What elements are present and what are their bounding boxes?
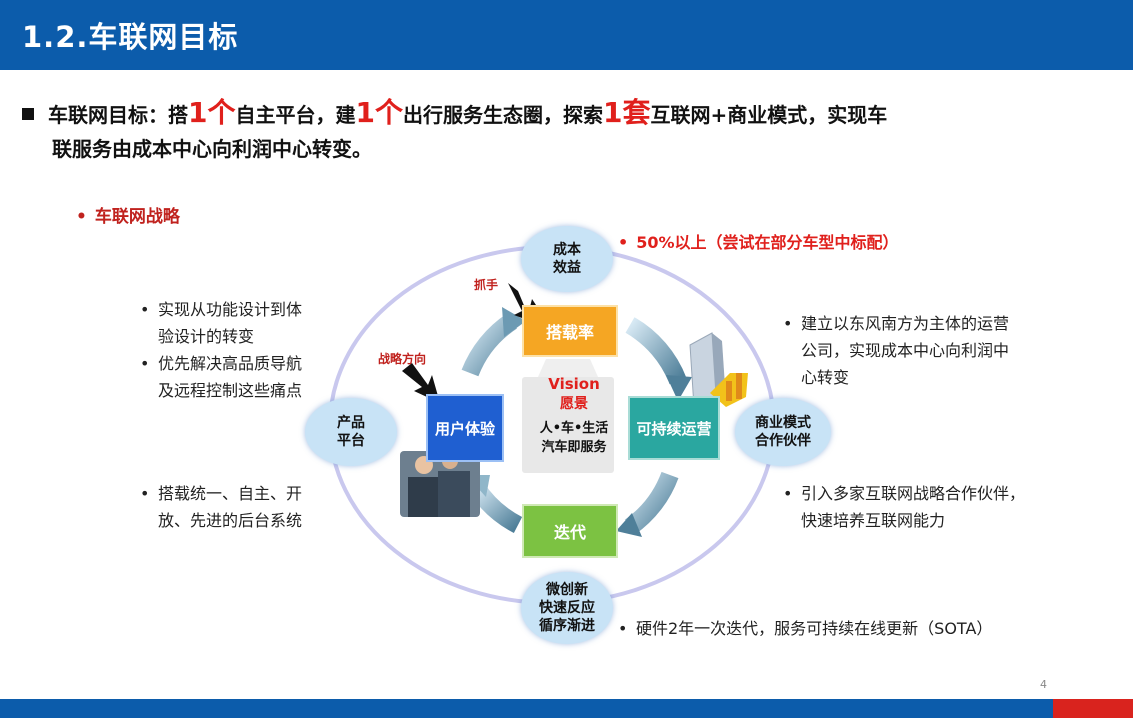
node-label: 商业模式 xyxy=(755,415,811,431)
right-note-partners: • 引入多家互联网战略合作伙伴， 快速培养互联网能力 xyxy=(783,480,1025,534)
vision-card-top xyxy=(538,359,598,377)
cycle-arrow-bottom-right xyxy=(624,471,679,535)
goal-text-4: 互联网+商业模式，实现车 xyxy=(650,103,888,127)
box-loading-rate: 搭载率 xyxy=(522,305,618,357)
node-label: 成本 xyxy=(553,242,581,258)
main-goal-line-2: 联服务由成本中心向利润中心转变。 xyxy=(52,137,372,161)
footer-bar xyxy=(0,699,1133,718)
note-line: 50%以上（尝试在部分车型中标配） xyxy=(636,233,899,252)
goal-text-1: 车联网目标：搭 xyxy=(48,103,188,127)
note-line: 快速培养互联网能力 xyxy=(801,511,946,530)
note-line: 放、先进的后台系统 xyxy=(158,511,303,530)
vision-text: Vision 愿景 人•车•生活 汽车即服务 xyxy=(528,375,620,455)
direction-arrow-icon xyxy=(402,363,440,403)
bullet-dot-icon: • xyxy=(76,207,87,227)
person-body xyxy=(438,471,470,517)
goal-text-3: 出行服务生态圈，探索 xyxy=(402,103,603,127)
strategy-label-text: 车联网战略 xyxy=(94,207,180,227)
cycle-arrow-top-right xyxy=(625,317,687,385)
box-sustainable-operation: 可持续运营 xyxy=(628,396,720,460)
vision-line-1: 人•车•生活 xyxy=(539,421,609,436)
note-line: 引入多家互联网战略合作伙伴， xyxy=(801,484,1026,503)
square-bullet-icon xyxy=(22,108,34,120)
page-title: 1.2.车联网目标 xyxy=(22,20,239,54)
page-number: 4 xyxy=(1040,678,1047,691)
arrow-head xyxy=(666,375,692,401)
node-product-platform: 产品平台 xyxy=(305,398,397,466)
bullet-dot-icon: • xyxy=(783,314,793,333)
note-line: 建立以东风南方为主体的运营 xyxy=(801,314,1010,333)
vision-subtitle: 愿景 xyxy=(560,396,588,412)
vision-title: Vision xyxy=(548,375,600,393)
goal-highlight-3: 1套 xyxy=(602,96,651,129)
vision-line-2: 汽车即服务 xyxy=(541,440,607,455)
arrow-head xyxy=(616,513,642,537)
main-goal-bullet: 车联网目标：搭1个自主平台，建1个出行服务生态圈，探索1套互联网+商业模式，实现… xyxy=(22,96,1072,166)
goal-highlight-1: 1个 xyxy=(188,96,236,129)
node-label: 循序渐进 xyxy=(539,618,595,634)
bullet-dot-icon: • xyxy=(618,619,628,638)
bullet-dot-icon: • xyxy=(140,300,150,319)
main-goal-line-1: 车联网目标：搭1个自主平台，建1个出行服务生态圈，探索1套互联网+商业模式，实现… xyxy=(22,96,1072,132)
box-iteration: 迭代 xyxy=(522,504,618,558)
header-bar: 1.2.车联网目标 xyxy=(0,0,1133,70)
bullet-dot-icon: • xyxy=(783,484,793,503)
right-note-operation: • 建立以东风南方为主体的运营 公司，实现成本中心向利润中 心转变 xyxy=(783,310,1009,391)
node-label: 效益 xyxy=(553,260,581,276)
chart-bar xyxy=(726,381,732,401)
label-strategic-direction: 战略方向 xyxy=(378,352,427,366)
goal-text-2: 自主平台，建 xyxy=(235,103,356,127)
footer-accent xyxy=(1053,699,1133,718)
left-note-experience: • 实现从功能设计到体 验设计的转变 • 优先解决高品质导航 及远程控制这些痛点 xyxy=(140,296,302,404)
box-user-experience: 用户体验 xyxy=(426,394,504,462)
right-note-top: • 50%以上（尝试在部分车型中标配） xyxy=(618,229,899,253)
label-grab: 抓手 xyxy=(474,278,499,292)
arrow-head xyxy=(502,307,526,337)
bullet-dot-icon: • xyxy=(618,233,629,252)
note-line: 实现从功能设计到体 xyxy=(158,300,303,319)
strategy-label: • 车联网战略 xyxy=(76,202,180,227)
node-label: 微创新 xyxy=(546,582,588,598)
chart-bar xyxy=(736,373,742,399)
bullet-dot-icon: • xyxy=(140,484,150,503)
goal-highlight-2: 1个 xyxy=(355,96,403,129)
node-cost-benefit: 成本效益 xyxy=(521,226,613,292)
node-label: 合作伙伴 xyxy=(755,433,811,449)
note-line: 优先解决高品质导航 xyxy=(158,354,303,373)
right-note-bottom: • 硬件2年一次迭代，服务可持续在线更新（SOTA） xyxy=(618,615,992,642)
person-body xyxy=(408,477,442,517)
note-line: 及远程控制这些痛点 xyxy=(158,381,303,400)
node-business-partners: 商业模式合作伙伴 xyxy=(735,398,831,466)
vision-card xyxy=(522,377,614,473)
node-label: 产品 xyxy=(337,415,365,431)
bullet-dot-icon: • xyxy=(140,354,150,373)
note-line: 公司，实现成本中心向利润中 xyxy=(801,341,1010,360)
note-line: 验设计的转变 xyxy=(158,327,255,346)
note-line: 硬件2年一次迭代，服务可持续在线更新（SOTA） xyxy=(636,619,993,638)
node-label: 快速反应 xyxy=(539,600,595,616)
left-note-platform: • 搭载统一、自主、开 放、先进的后台系统 xyxy=(140,480,302,534)
note-line: 心转变 xyxy=(801,368,850,387)
node-label: 平台 xyxy=(337,433,365,449)
node-micro-innovation: 微创新快速反应循序渐进 xyxy=(521,572,613,644)
note-line: 搭载统一、自主、开 xyxy=(158,484,303,503)
